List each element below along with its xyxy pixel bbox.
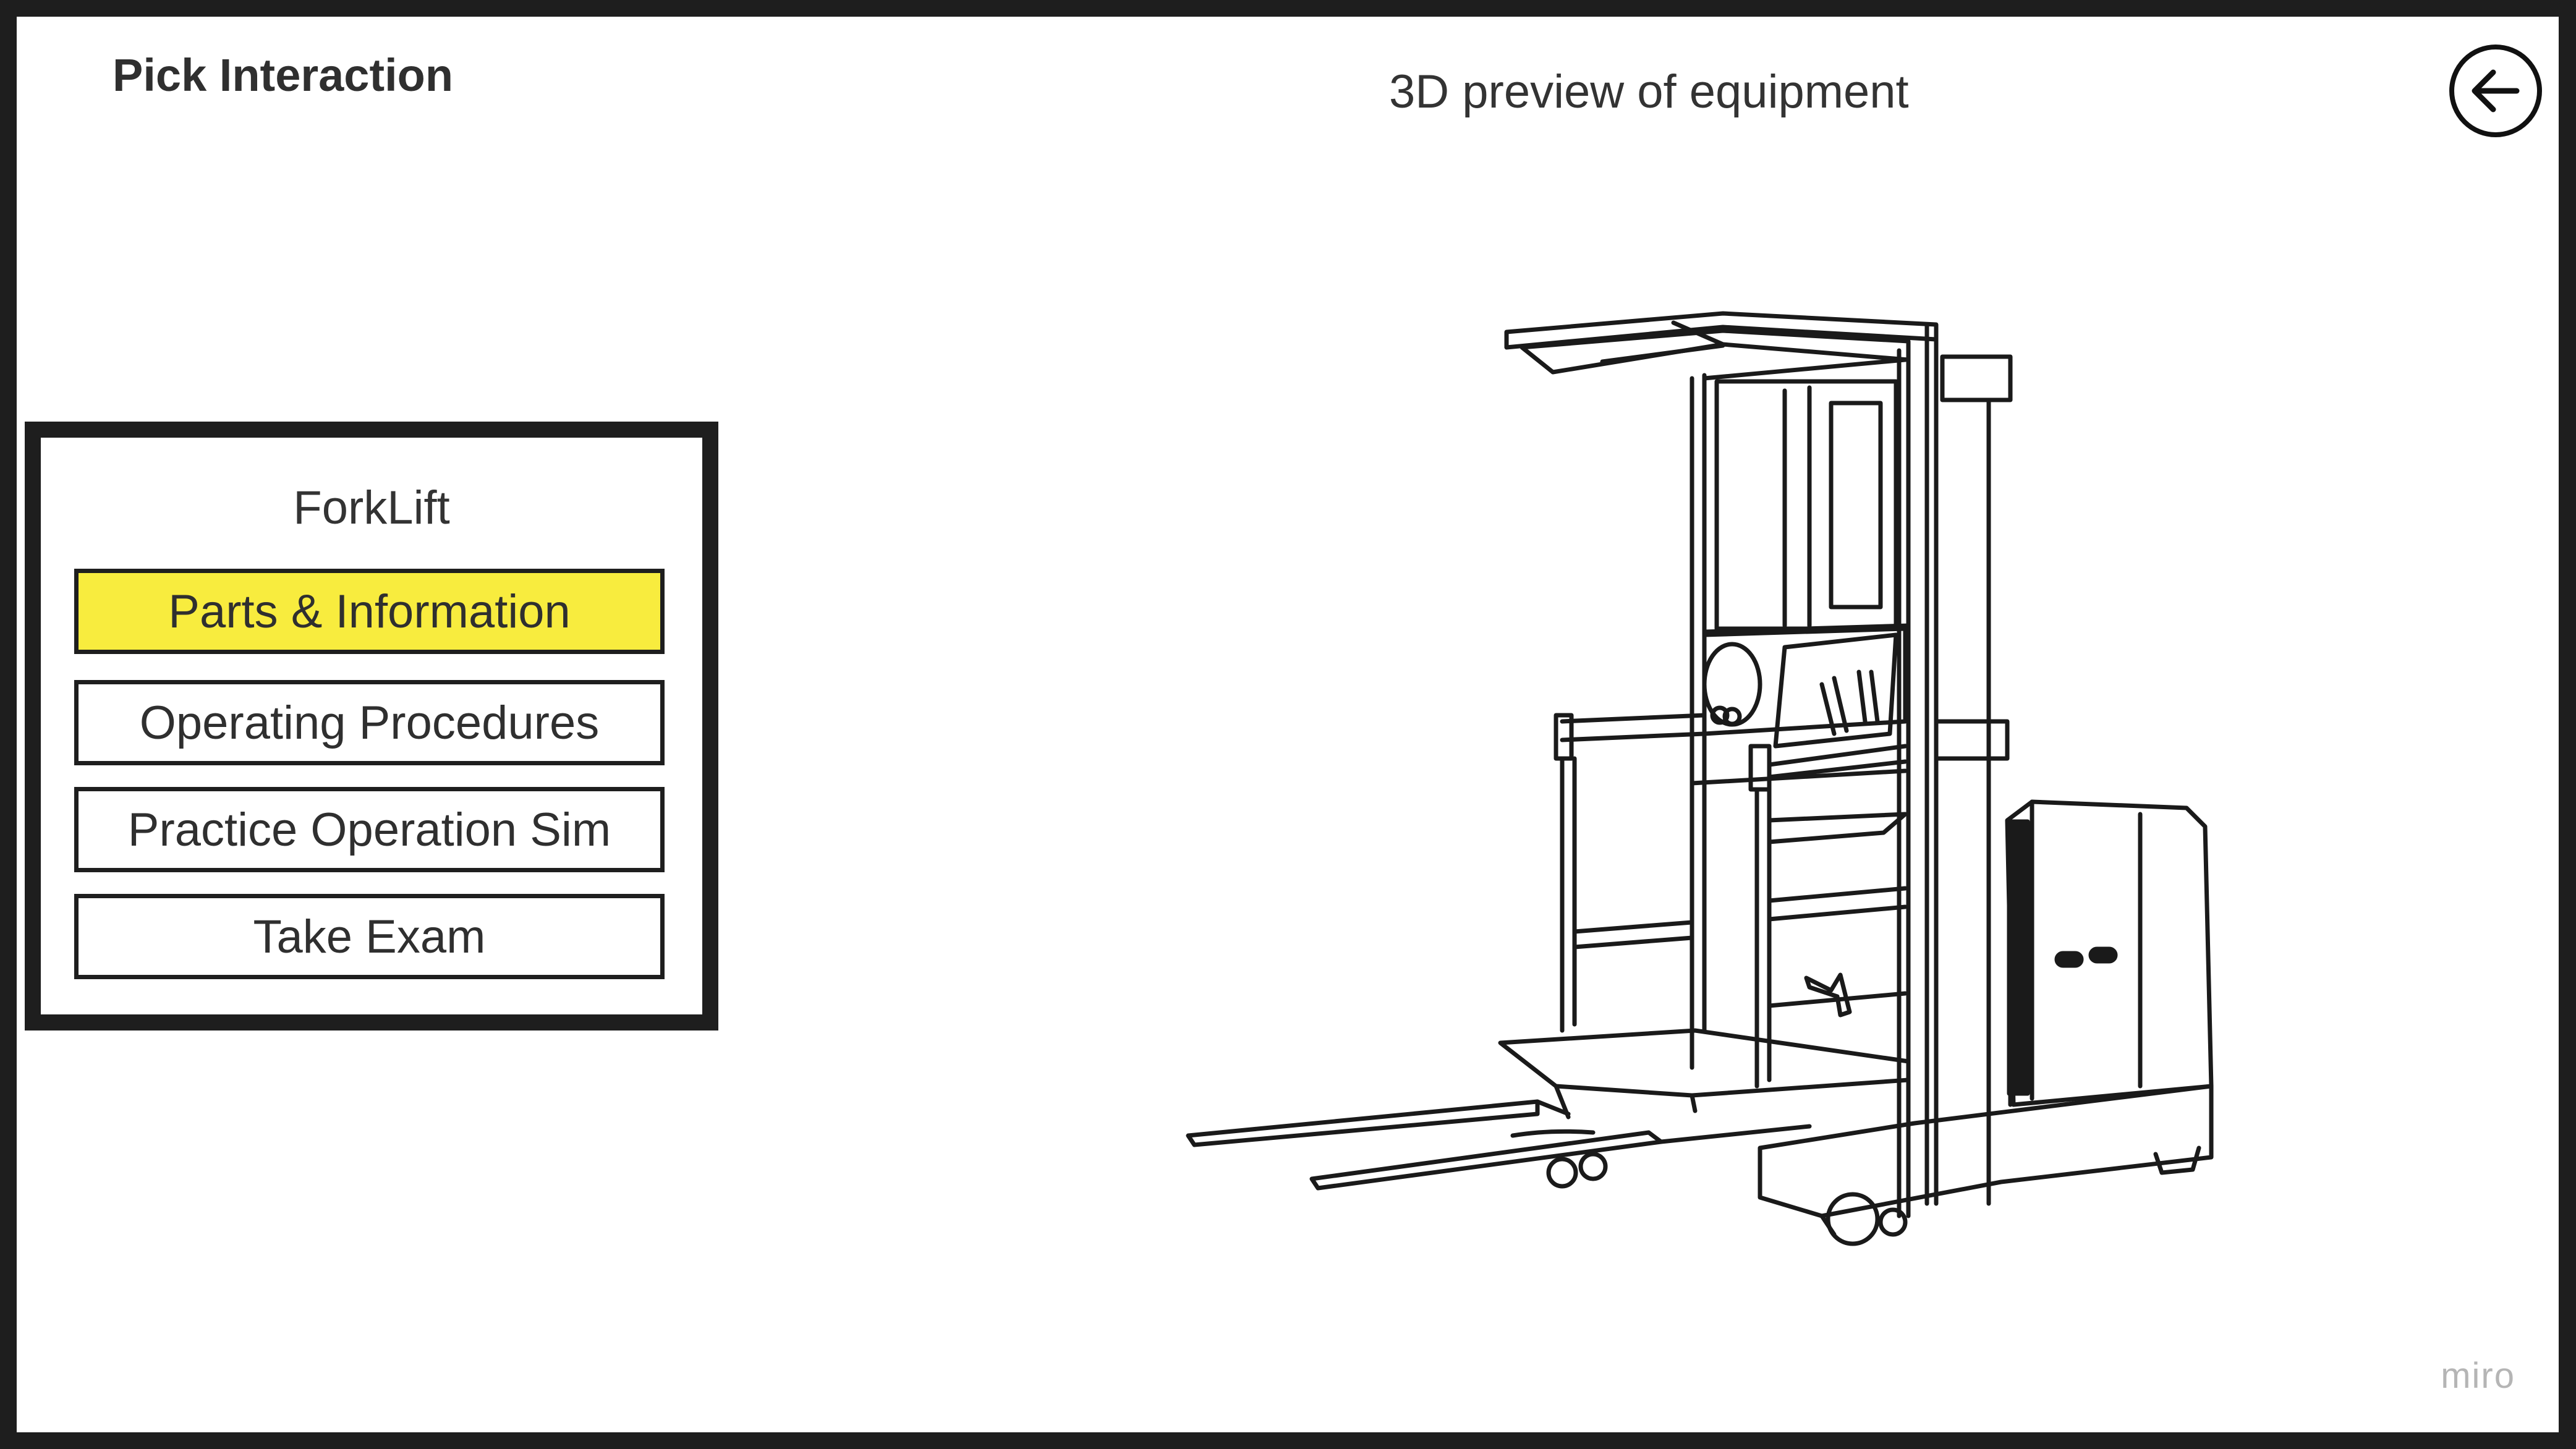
menu-heading: ForkLift: [293, 482, 450, 534]
miro-watermark: miro: [2441, 1356, 2515, 1396]
forklift-illustration: [1186, 311, 2214, 1246]
operating-procedures-button[interactable]: Operating Procedures: [74, 680, 665, 765]
take-exam-button[interactable]: Take Exam: [74, 894, 665, 979]
menu-panel: ForkLift Parts & Information Operating P…: [25, 422, 718, 1030]
app-frame: Pick Interaction 3D preview of equipment…: [17, 17, 2559, 1432]
arrow-left-icon: [2472, 69, 2520, 113]
parts-information-button[interactable]: Parts & Information: [74, 569, 665, 654]
preview-title: 3D preview of equipment: [1389, 66, 1909, 118]
practice-operation-sim-button[interactable]: Practice Operation Sim: [74, 787, 665, 872]
page-title: Pick Interaction: [113, 49, 454, 101]
back-button[interactable]: [2449, 45, 2542, 137]
